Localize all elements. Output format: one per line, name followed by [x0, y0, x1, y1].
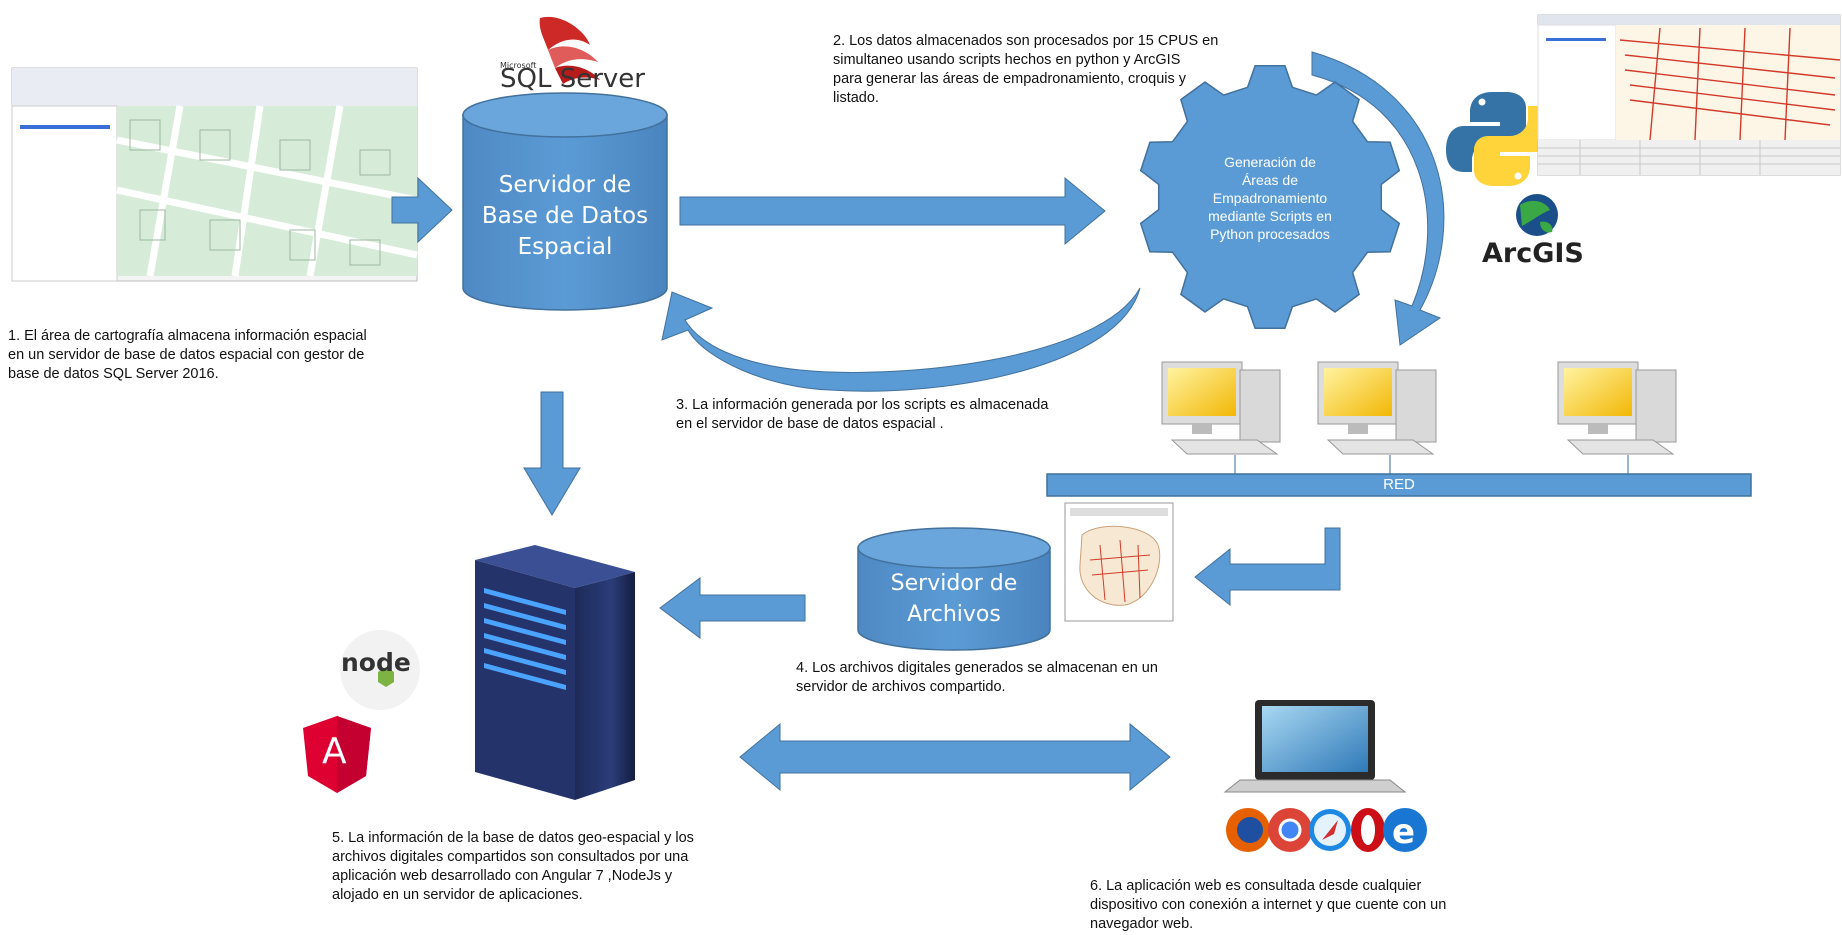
file-server-label: Servidor de Archivos: [858, 568, 1050, 630]
arrow-gear-to-network: [1311, 51, 1445, 346]
node-logo-icon: [340, 630, 420, 710]
step-1-line-2: en un servidor de base de datos espacial…: [8, 347, 365, 363]
processing-gear: [1139, 65, 1401, 329]
step-2-line-3: para generar las áreas de empadronamient…: [833, 71, 1187, 87]
sql-server-logo-icon: [539, 16, 600, 84]
step-2-caption: 2. Los datos almacenados son procesados …: [833, 32, 1218, 108]
arcgis-logo-text: ArcGIS: [1482, 238, 1584, 269]
step-2-line-2: simultaneo usando scripts hechos en pyth…: [833, 52, 1181, 68]
arrow-files-to-app-server: [659, 577, 806, 639]
step-3-line-2: en el servidor de base de datos espacial…: [676, 416, 944, 432]
angular-logo-icon: [303, 716, 371, 793]
file-server-line-2: Archivos: [907, 602, 1001, 627]
arrow-db-to-app-server: [523, 391, 581, 516]
browser-logos-icon: e: [1226, 808, 1427, 852]
db-server-label: Servidor de Base de Datos Espacial: [463, 170, 667, 263]
arrow-network-to-files: [1194, 527, 1341, 607]
arrow-gear-to-db: [661, 287, 1141, 392]
angular-logo-letter: A: [322, 731, 347, 772]
pc-icon-2: [1317, 361, 1437, 455]
db-server-line-1: Servidor de: [498, 172, 632, 198]
step-1-line-1: 1. El área de cartografía almacena infor…: [8, 328, 367, 344]
pc-icon-3: [1557, 361, 1677, 455]
step-5-line-2: archivos digitales compartidos son consu…: [332, 849, 689, 865]
db-server-cylinder: [462, 92, 668, 311]
pc-icon-1: [1161, 361, 1281, 455]
step-4-caption: 4. Los archivos digitales generados se a…: [796, 659, 1158, 697]
paper-map-thumbnail: [1064, 502, 1174, 622]
step-2-line-1: 2. Los datos almacenados son procesados …: [833, 33, 1219, 49]
step-1-caption: 1. El área de cartografía almacena infor…: [8, 327, 367, 384]
step-1-line-3: base de datos SQL Server 2016.: [8, 366, 219, 382]
gear-line-3: Empadronamiento: [1212, 190, 1328, 206]
step-3-line-1: 3. La información generada por los scrip…: [676, 397, 1049, 413]
step-6-line-3: navegador web.: [1090, 916, 1194, 932]
step-6-line-2: dispositivo con conexión a internet y qu…: [1090, 897, 1447, 913]
sql-server-logo-text: SQL Server: [500, 64, 645, 94]
step-5-line-3: aplicación web desarrollado con Angular …: [332, 868, 673, 884]
arcgis-map-screenshot: [1537, 14, 1841, 176]
step-5-caption: 5. La información de la base de datos ge…: [332, 829, 694, 905]
network-links: [1234, 455, 1629, 474]
network-label: RED: [1383, 476, 1415, 493]
file-server-cylinder: [857, 527, 1051, 651]
svg-text:e: e: [1392, 812, 1415, 852]
step-3-caption: 3. La información generada por los scrip…: [676, 396, 1048, 434]
arcgis-globe-icon: [1516, 194, 1558, 236]
step-6-line-1: 6. La aplicación web es consultada desde…: [1090, 878, 1422, 894]
step-5-line-1: 5. La información de la base de datos ge…: [332, 830, 694, 846]
gear-line-1: Generación de: [1224, 154, 1316, 170]
step-4-line-1: 4. Los archivos digitales generados se a…: [796, 660, 1158, 676]
step-6-caption: 6. La aplicación web es consultada desde…: [1090, 877, 1446, 934]
network-bar: [1046, 473, 1752, 497]
double-arrow-app-to-laptop: [739, 722, 1171, 792]
step-4-line-2: servidor de archivos compartido.: [796, 679, 1006, 695]
gear-line-4: mediante Scripts en: [1208, 208, 1332, 224]
step-2-line-4: listado.: [833, 90, 879, 106]
gear-line-5: Python procesados: [1210, 226, 1330, 242]
db-server-line-2: Base de Datos: [481, 203, 649, 229]
sql-server-logo-small: Microsoft: [500, 61, 537, 70]
gear-label: Generación de Áreas de Empadronamiento m…: [1165, 153, 1375, 243]
gear-line-2: Áreas de: [1241, 172, 1299, 188]
app-server-tower: [475, 545, 635, 800]
python-logo-icon: [1446, 92, 1554, 186]
gis-map-screenshot: [11, 67, 418, 282]
file-server-line-1: Servidor de: [890, 571, 1018, 596]
arrow-map-to-db: [391, 176, 453, 244]
laptop-icon: [1223, 700, 1407, 793]
db-server-line-3: Espacial: [517, 234, 613, 260]
step-5-line-4: alojado en un servidor de aplicaciones.: [332, 887, 583, 903]
arrow-db-to-gear: [679, 176, 1106, 246]
node-logo-text: node: [341, 648, 411, 677]
